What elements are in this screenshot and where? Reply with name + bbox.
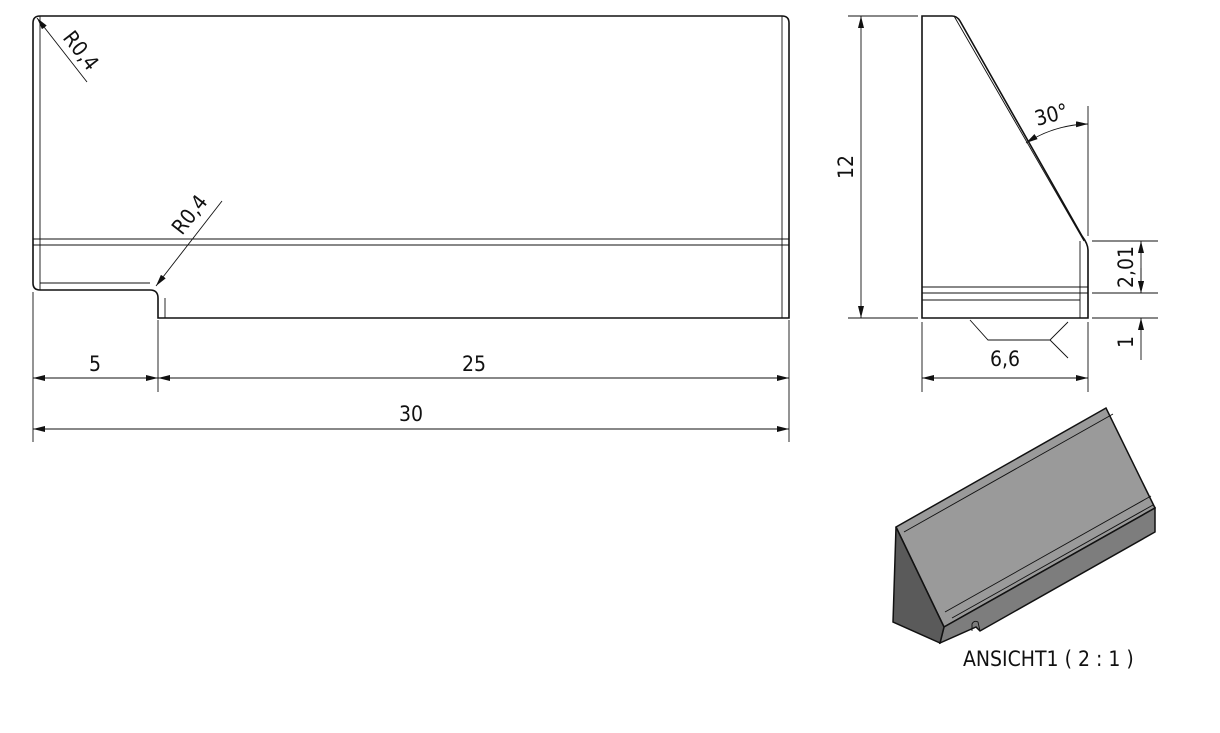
dimension-label-25: 25: [462, 352, 486, 376]
isometric-view: ANSICHT1 ( 2 : 1 ): [892, 406, 1156, 671]
dimension-label-6-6: 6,6: [990, 347, 1020, 371]
front-view-outline: [32, 15, 790, 319]
iso-edge-line: [951, 504, 1154, 619]
dimension-label-30: 30: [399, 402, 423, 426]
radius-leader-top: [36, 17, 88, 83]
iso-notch: [971, 620, 981, 632]
dimension-label-1: 1: [1114, 336, 1138, 348]
dimension-label-5: 5: [89, 352, 101, 376]
iso-edge-line: [944, 495, 1152, 613]
iso-edge-line: [903, 413, 1114, 533]
front-view: R0,4 R0,4 5 25 30: [32, 15, 790, 442]
iso-face-side: [892, 526, 945, 645]
radius-leader-notch: [155, 200, 223, 287]
angle-label-30: 30°: [1032, 99, 1071, 131]
side-view: 12 30° 2,01 1 6,6: [834, 15, 1158, 392]
side-view-outline: [921, 15, 1089, 319]
radius-label-top: R0,4: [58, 26, 103, 75]
dimension-label-2-01: 2,01: [1114, 246, 1138, 288]
dimension-label-12: 12: [834, 155, 858, 179]
angle-arc-30: [1025, 121, 1089, 144]
section-leader: [969, 319, 1069, 359]
side-view-edge-line: [953, 15, 1085, 242]
iso-view-caption: ANSICHT1 ( 2 : 1 ): [963, 647, 1134, 671]
radius-label-notch: R0,4: [167, 190, 212, 239]
